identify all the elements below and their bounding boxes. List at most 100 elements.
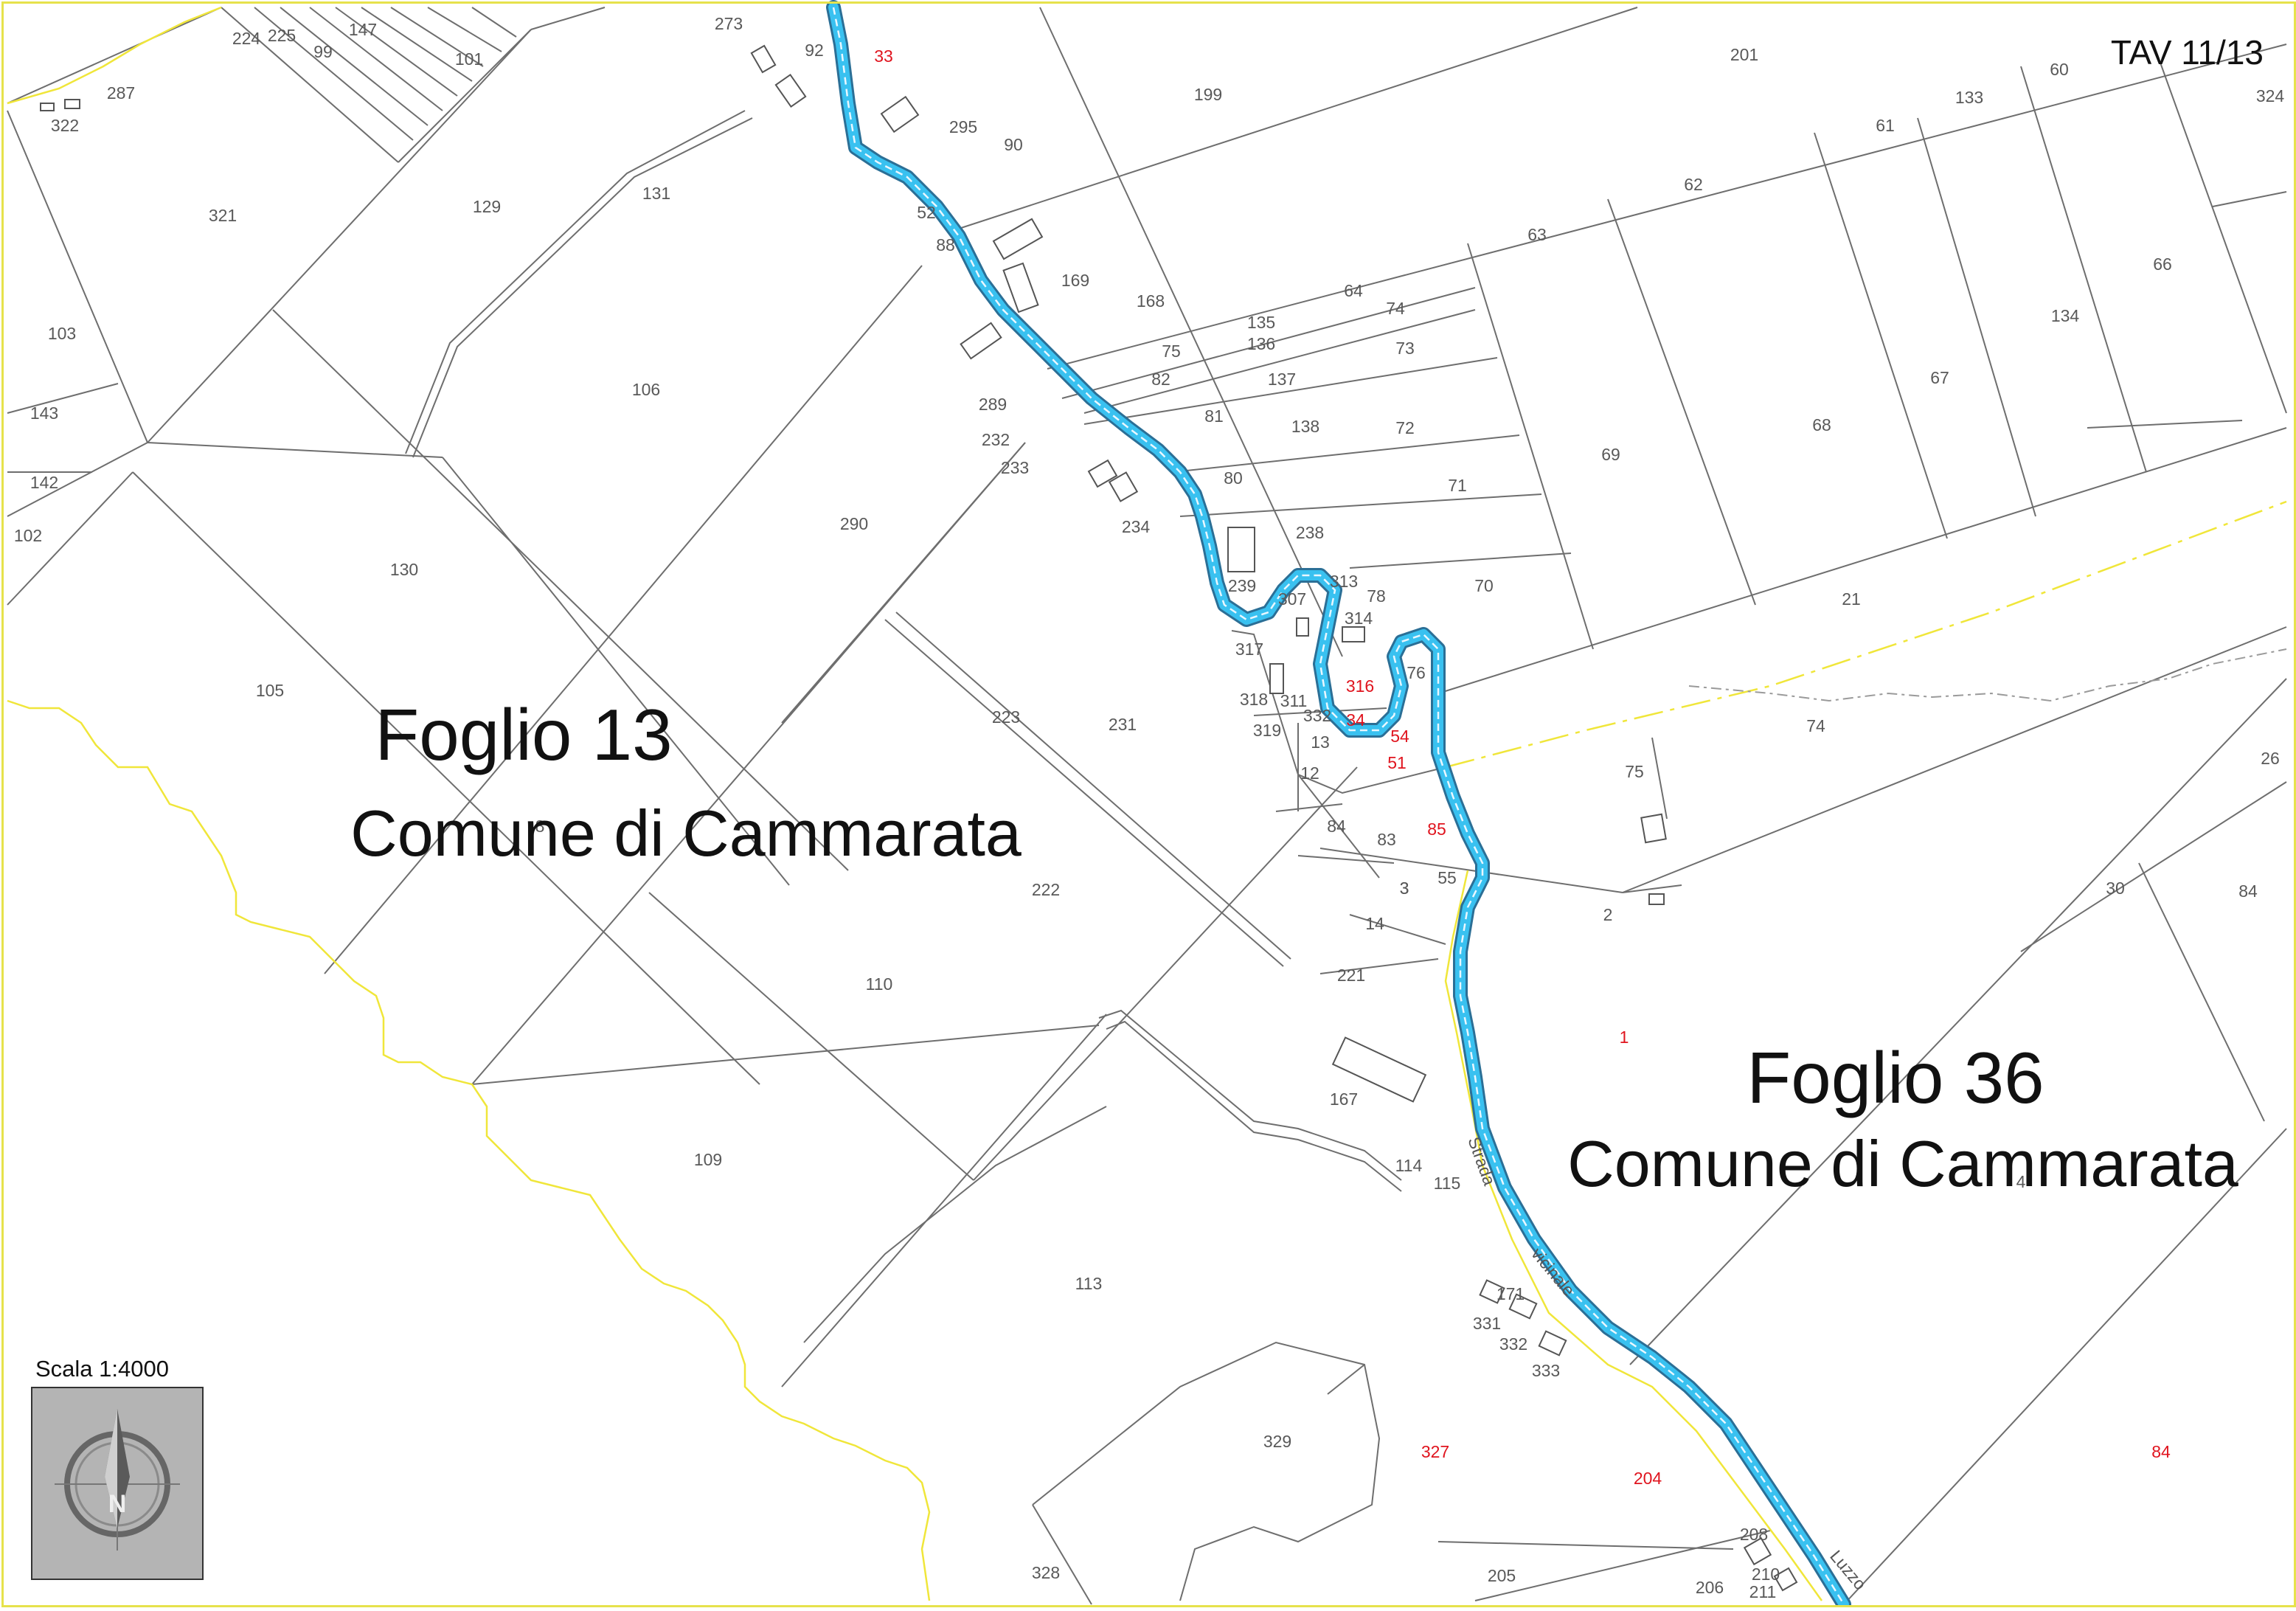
parcel-label: 333 (1532, 1361, 1560, 1380)
parcel-label: 234 (1122, 517, 1151, 536)
parcel-label: 317 (1235, 640, 1263, 659)
parcel-label: 99 (313, 42, 333, 61)
parcel-label: 51 (1387, 753, 1407, 772)
parcel-label: 221 (1337, 966, 1365, 985)
parcel-label: 110 (866, 974, 893, 994)
boundary-top-left (7, 6, 222, 105)
building (1479, 1279, 1505, 1304)
parcel-label: 8 (535, 817, 545, 836)
parcel-label: 201 (1730, 45, 1758, 64)
parcel-label: 102 (14, 526, 42, 545)
parcel-label: 136 (1247, 334, 1275, 353)
building (40, 103, 55, 111)
parcel-label: 239 (1228, 576, 1256, 595)
parcel-label: 224 (232, 29, 261, 48)
parcel-label: 289 (979, 395, 1007, 414)
parcel-label: 1 (1620, 1028, 1629, 1047)
north-arrow-icon: N (55, 1409, 180, 1551)
parcel-label: 85 (1427, 820, 1446, 839)
parcel-label: 84 (1327, 817, 1346, 836)
building (1640, 813, 1667, 844)
building (1087, 459, 1118, 488)
parcel-label: 225 (268, 26, 296, 45)
parcel-label: 231 (1109, 715, 1137, 734)
parcel-label: 319 (1253, 721, 1281, 740)
parcel-label: 60 (2050, 60, 2069, 79)
parcel-label: 76 (1407, 663, 1426, 682)
building (1342, 626, 1365, 642)
parcel-label: 311 (1280, 691, 1308, 710)
parcel-label: 137 (1268, 370, 1296, 389)
river-road (826, 0, 1851, 1611)
building (1227, 527, 1255, 572)
building (960, 322, 1002, 360)
parcel-label: 72 (1395, 418, 1415, 437)
parcel-label: 332 (1499, 1334, 1527, 1354)
parcel-label: 138 (1291, 417, 1319, 436)
municipal-boundary-west (7, 699, 931, 1601)
building (64, 99, 80, 109)
parcel-label: 68 (1812, 415, 1831, 434)
parcel-label: 167 (1330, 1089, 1358, 1109)
parcel-label: 206 (1696, 1578, 1724, 1597)
building (880, 95, 920, 134)
parcel-label: 74 (1386, 299, 1405, 318)
parcel-label: 4 (2016, 1172, 2026, 1191)
parcel-label: 3 (1400, 879, 1409, 898)
building (1108, 471, 1139, 502)
parcel-label: 84 (2238, 881, 2258, 901)
parcel-label: 52 (917, 203, 936, 222)
parcel-label: 113 (1075, 1274, 1103, 1293)
parcel-label: 223 (992, 707, 1020, 727)
road-label-vicinale: vicinale (1527, 1244, 1578, 1300)
parcel-label: 316 (1346, 676, 1374, 696)
parcel-label: 81 (1204, 406, 1224, 426)
compass-panel: N (31, 1387, 204, 1580)
parcel-label: 290 (840, 514, 868, 533)
parcel-label: 103 (48, 324, 76, 343)
parcel-label: 2 (1603, 905, 1613, 924)
parcel-label: 332 (1303, 706, 1331, 725)
parcel-label: 322 (51, 116, 79, 135)
parcel-label: 204 (1634, 1469, 1662, 1488)
stream-dashed (1688, 648, 2287, 702)
parcel-label: 13 (1311, 732, 1330, 752)
parcel-label: 70 (1474, 576, 1494, 595)
scale-label: Scala 1:4000 (35, 1356, 169, 1382)
parcel-label: 90 (1004, 135, 1023, 154)
parcel-label: 205 (1488, 1566, 1516, 1585)
parcel-label: 329 (1263, 1432, 1291, 1451)
parcel-label: 147 (349, 20, 377, 39)
parcel-label: 131 (642, 184, 670, 203)
building (1648, 893, 1665, 905)
parcel-label: 114 (1395, 1156, 1423, 1175)
parcel-label: 71 (1448, 476, 1467, 495)
parcel-label: 101 (455, 49, 483, 69)
sheet-36-subtitle: Comune di Cammarata (1567, 1127, 2238, 1200)
parcel-label: 233 (1001, 458, 1029, 477)
parcel-label: 105 (256, 681, 284, 700)
parcel-label: 133 (1955, 88, 1983, 107)
building (1538, 1330, 1567, 1357)
parcel-label: 75 (1625, 762, 1644, 781)
svg-text:N: N (108, 1490, 127, 1518)
parcel-label: 69 (1601, 445, 1620, 464)
parcel-label: 199 (1194, 85, 1222, 104)
parcel-label: 14 (1365, 914, 1384, 933)
parcel-label: 80 (1224, 468, 1243, 488)
parcel-label: 211 (1749, 1582, 1777, 1601)
building (774, 73, 807, 108)
parcel-label: 84 (2151, 1442, 2171, 1461)
parcel-label: 115 (1434, 1174, 1461, 1193)
parcel-label: 54 (1390, 727, 1409, 746)
parcel-label: 61 (1876, 116, 1895, 135)
parcel-label: 232 (982, 430, 1010, 449)
parcel-label: 82 (1151, 370, 1170, 389)
parcel-label: 314 (1345, 609, 1373, 628)
parcel-label: 129 (473, 197, 501, 216)
parcel-label: 66 (2153, 254, 2172, 274)
parcel-label: 78 (1367, 586, 1386, 606)
parcel-label: 106 (632, 380, 660, 399)
